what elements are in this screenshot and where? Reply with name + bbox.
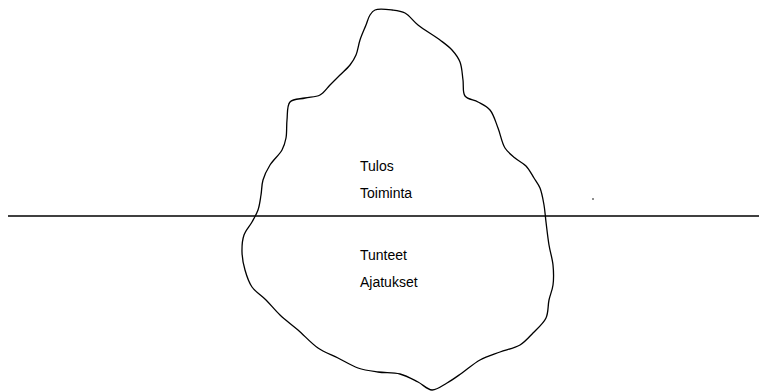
stray-dot bbox=[592, 198, 594, 200]
iceberg-path bbox=[242, 9, 554, 390]
iceberg-label: Tulos bbox=[360, 158, 394, 174]
iceberg-label: Toiminta bbox=[360, 185, 412, 201]
iceberg-label: Ajatukset bbox=[360, 274, 418, 290]
iceberg-shape: TulosToimintaTunteetAjatukset bbox=[236, 6, 562, 392]
water-line bbox=[8, 215, 759, 216]
iceberg-label: Tunteet bbox=[360, 247, 407, 263]
